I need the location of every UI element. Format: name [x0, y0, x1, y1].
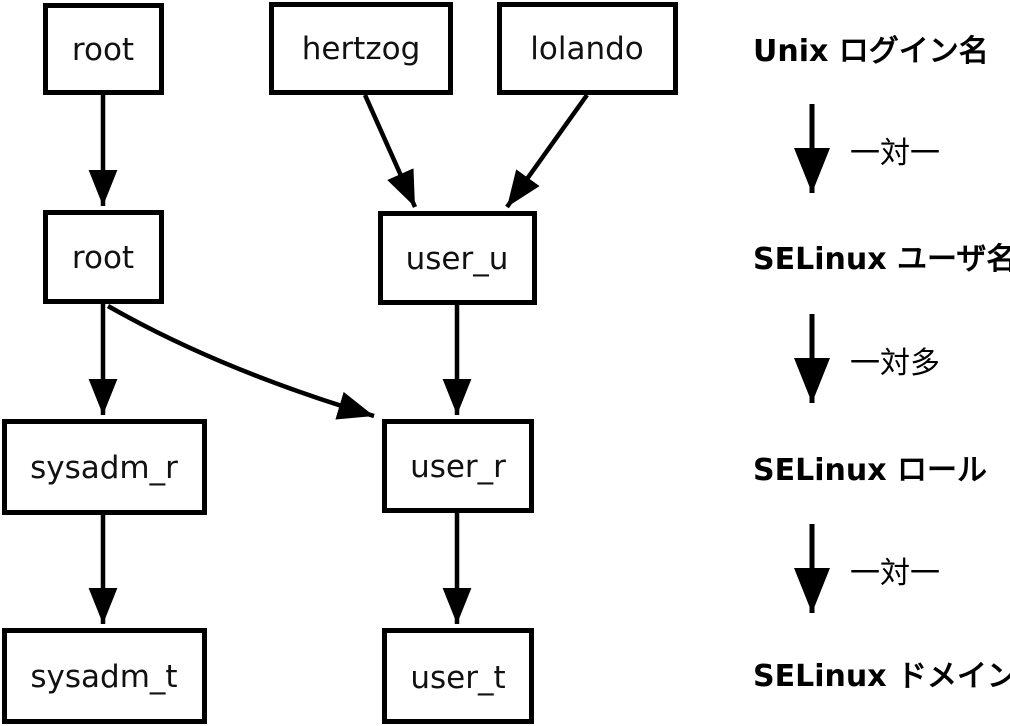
legend-level-selinux-role: SELinux ロール — [753, 453, 987, 488]
legend-level-unix-login-name: Unix ログイン名 — [753, 34, 989, 69]
edge-root-to-user_r-arrow — [106, 304, 375, 420]
node-box — [382, 628, 534, 724]
node-box — [43, 210, 164, 304]
nodes: root hertzog lolando root user_u sysadm_… — [2, 2, 678, 724]
legend-level-selinux-user-name: SELinux ユーザ名 — [753, 242, 1010, 277]
edge-lolando-to-user_u-arrow — [505, 93, 589, 209]
node-box — [2, 419, 207, 515]
node-label: hertzog — [302, 31, 421, 67]
legend-relation-one-to-one-2: 一対一 — [850, 556, 940, 591]
node-label: user_u — [406, 241, 509, 277]
node-unix-login-root: root — [43, 3, 164, 95]
node-label: sysadm_t — [30, 659, 177, 695]
edge-hertzog-to-user_u-arrow — [362, 94, 418, 208]
legend-relation-one-to-many: 一対多 — [850, 346, 940, 381]
node-selinux-user-root: root — [43, 210, 164, 304]
node-unix-login-hertzog: hertzog — [269, 2, 453, 95]
node-box — [2, 628, 207, 724]
node-unix-login-lolando: lolando — [497, 2, 678, 95]
node-selinux-domain-user_t: user_t — [382, 628, 534, 724]
node-label: sysadm_r — [30, 450, 178, 486]
legend-level-selinux-domain: SELinux ドメイン — [753, 659, 1010, 694]
node-box — [382, 419, 534, 513]
node-selinux-user-user_u: user_u — [378, 211, 537, 305]
node-selinux-role-user_r: user_r — [382, 419, 534, 513]
node-label: root — [72, 32, 134, 68]
node-selinux-domain-sysadm_t: sysadm_t — [2, 628, 207, 724]
legend-relation-one-to-one-1: 一対一 — [850, 136, 940, 171]
node-label: user_t — [410, 660, 505, 696]
node-selinux-role-sysadm_r: sysadm_r — [2, 419, 207, 515]
node-label: user_r — [410, 449, 506, 485]
node-box — [378, 211, 537, 305]
node-box — [497, 2, 678, 95]
legend: Unix ログイン名 一対一 SELinux ユーザ名 一対多 SELinux … — [753, 34, 1010, 694]
node-label: root — [72, 240, 134, 276]
edges — [88, 93, 589, 624]
node-label: lolando — [530, 31, 643, 67]
node-box — [269, 2, 453, 95]
node-box — [43, 3, 164, 95]
